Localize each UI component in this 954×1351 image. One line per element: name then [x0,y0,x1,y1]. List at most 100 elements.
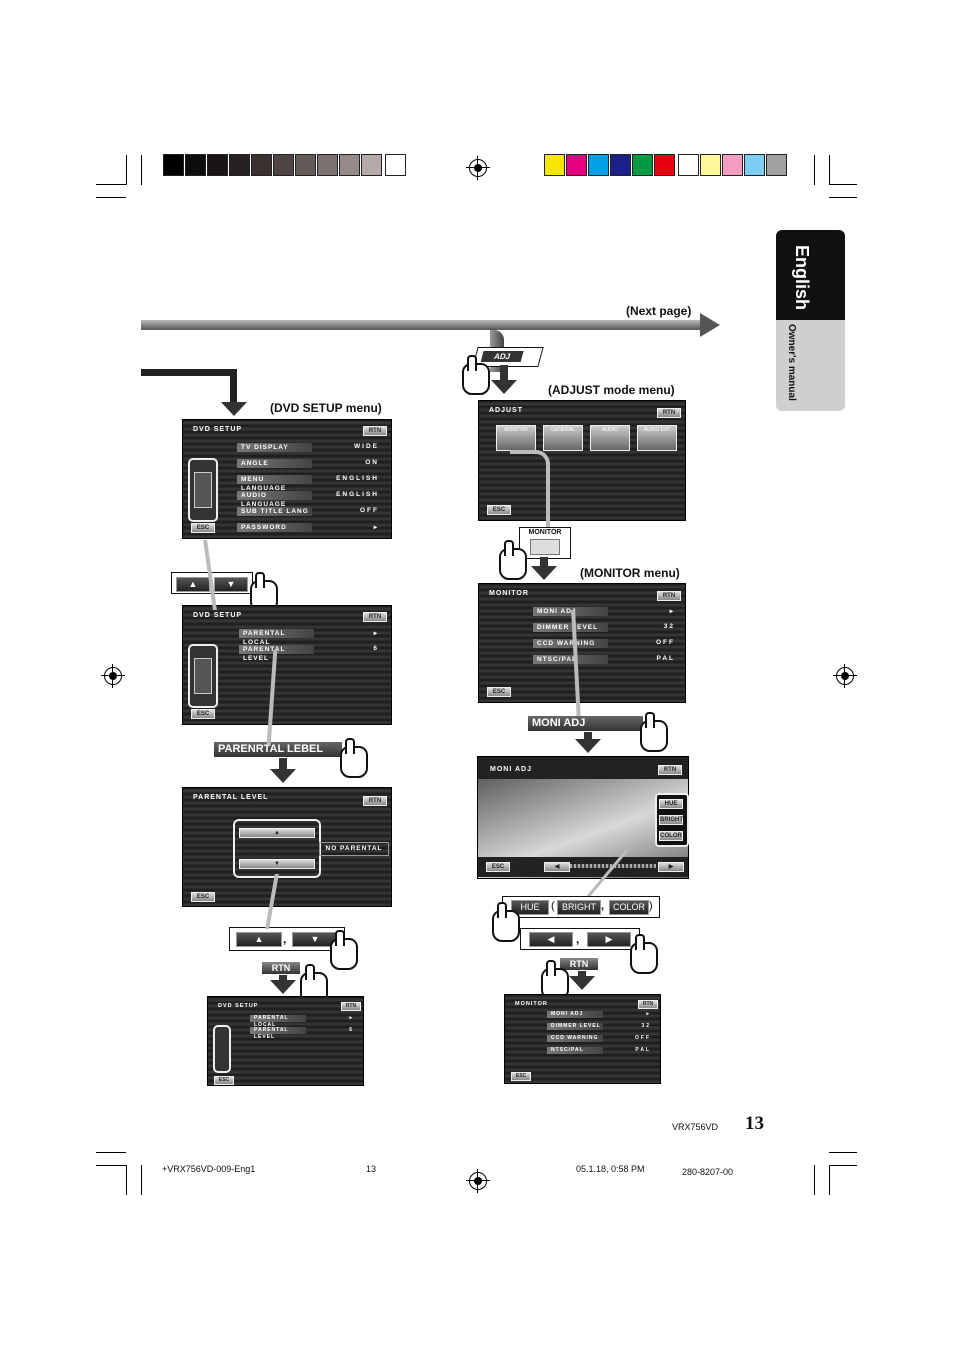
hue-button[interactable]: HUE [511,900,549,915]
rtn-button[interactable]: RTN [657,408,681,418]
dvd-setup-final-screen: DVD SETUP RTN PARENTAL LOCAL ▸ PARENTAL … [207,996,364,1086]
flow-connector [141,369,237,376]
bright-button[interactable]: BRIGHT [659,815,683,825]
menu-row-label[interactable]: MONI ADJ [547,1011,603,1018]
icon-label: AUDIO [602,427,618,433]
moni-adj-button[interactable]: MONI ADJ [528,716,643,731]
up-arrow-button[interactable]: ▲ [236,932,282,947]
hand-pointer-icon [640,712,668,752]
scroll-bar[interactable] [188,644,218,708]
esc-button[interactable]: ESC [511,1072,531,1081]
menu-row-label[interactable]: NTSC/PAL [533,655,608,664]
audio-icon-button[interactable]: AUDIO [590,425,630,451]
crop-mark [829,184,857,185]
esc-button[interactable]: ESC [214,1076,234,1085]
menu-row-label[interactable]: MONI ADJ [533,607,608,616]
menu-row-value: ▸ [373,630,379,637]
arrow-stem [500,365,508,381]
menu-row-label[interactable]: PARENTAL LOCAL [239,629,314,646]
hand-pointer-icon [340,738,368,778]
decrease-button[interactable]: ◀ [544,862,570,872]
menu-row-label[interactable]: PARENTAL LEVEL [239,645,314,662]
menu-row-value: PAL [656,655,675,662]
adjust-menu-caption: (ADJUST mode menu) [548,383,675,397]
arrow-down-icon [270,769,296,783]
menu-row-label[interactable]: PARENTAL LEVEL [250,1027,306,1040]
up-down-buttons: ▲ , ▼ [229,927,345,951]
next-page-caption: (Next page) [626,304,692,318]
esc-button[interactable]: ESC [191,709,215,719]
level-up-button[interactable]: ▲ [239,828,315,838]
rtn-button[interactable]: RTN [262,962,300,974]
rtn-button[interactable]: RTN [638,1000,658,1009]
menu-row-label[interactable]: CCD WARNING [547,1035,603,1042]
rtn-button[interactable]: RTN [363,612,387,622]
general-icon-button[interactable]: GENERAL [543,425,583,451]
monitor-icon-button[interactable]: MONITOR [496,425,536,451]
menu-row-label[interactable]: PARENTAL LOCAL [250,1015,306,1028]
parental-level-screen: PARENTAL LEVEL RTN ▲ ▼ NO PARENTAL ESC [182,787,392,907]
flow-arrow-bar [141,320,701,330]
parental-level-button[interactable]: PARENRTAL LEBEL [214,742,342,757]
rtn-button[interactable]: RTN [658,765,682,775]
down-arrow-button[interactable]: ▼ [214,577,248,592]
arrow-down-icon [270,980,296,994]
rtn-button[interactable]: RTN [363,426,387,436]
registration-mark-icon [833,664,857,688]
menu-row-label[interactable]: SUB TITLE LANG [237,507,312,516]
print-date: 05.1.18, 0:58 PM [576,1164,645,1174]
audio-ext-icon-button[interactable]: AUDIO EXT [637,425,677,451]
menu-row-label[interactable]: MENU LANGUAGE [237,475,312,492]
menu-row-label[interactable]: ANGLE [237,459,312,468]
left-arrow-button[interactable]: ◀ [529,932,573,947]
menu-row-value: 32 [641,1023,651,1029]
color-button[interactable]: COLOR [609,900,649,915]
screen-title: MONITOR [515,1001,548,1007]
model-label: VRX756VD [672,1122,719,1132]
esc-button[interactable]: ESC [487,505,511,515]
arrow-stem [584,732,592,740]
menu-row-label[interactable]: CCD WARNING [533,639,608,648]
crop-mark [829,1165,857,1166]
screen-title: MONI ADJ [490,766,532,773]
esc-button[interactable]: ESC [191,523,215,533]
esc-button[interactable]: ESC [486,862,510,872]
menu-row-value: ▸ [373,524,379,531]
file-name: +VRX756VD-009-Eng1 [162,1164,256,1174]
rtn-button[interactable]: RTN [341,1002,361,1011]
scroll-bar[interactable] [188,458,218,522]
level-value: NO PARENTAL [319,842,389,856]
arrow-down-icon [491,380,517,394]
scroll-bar[interactable] [213,1025,231,1073]
menu-row-label[interactable]: DIMMER LEVEL [547,1023,603,1030]
esc-button[interactable]: ESC [191,892,215,902]
level-down-button[interactable]: ▼ [239,859,315,869]
hue-button[interactable]: HUE [659,799,683,809]
crop-mark [126,1165,127,1195]
menu-row-label[interactable]: TV DISPLAY [237,443,312,452]
menu-row-value: ENGLISH [336,491,379,498]
arrow-stem [279,758,287,770]
bright-button[interactable]: BRIGHT [557,900,601,915]
menu-row-label[interactable]: NTSC/PAL [547,1047,603,1054]
menu-row-label[interactable]: DIMMER LEVEL [533,623,608,632]
rtn-button[interactable]: RTN [657,591,681,601]
screen-title: ADJUST [489,407,524,414]
rtn-button[interactable]: RTN [363,796,387,806]
monitor-button[interactable]: MONITOR [519,527,571,559]
increase-button[interactable]: ▶ [658,862,684,872]
menu-row-label[interactable]: AUDIO LANGUAGE [237,491,312,508]
esc-button[interactable]: ESC [487,687,511,697]
registration-mark-icon [466,156,490,180]
icon-label: GENERAL [551,427,575,433]
down-arrow-button[interactable]: ▼ [292,932,338,947]
color-button[interactable]: COLOR [659,831,683,841]
part-number: 280-8207-00 [682,1167,734,1177]
rtn-button[interactable]: RTN [560,958,598,970]
menu-row-value: ENGLISH [336,475,379,482]
right-arrow-button[interactable]: ▶ [587,932,631,947]
up-arrow-button[interactable]: ▲ [176,577,210,592]
screen-title: PARENTAL LEVEL [193,794,269,801]
hand-pointer-icon [630,934,658,974]
menu-row-label[interactable]: PASSWORD [237,523,312,532]
